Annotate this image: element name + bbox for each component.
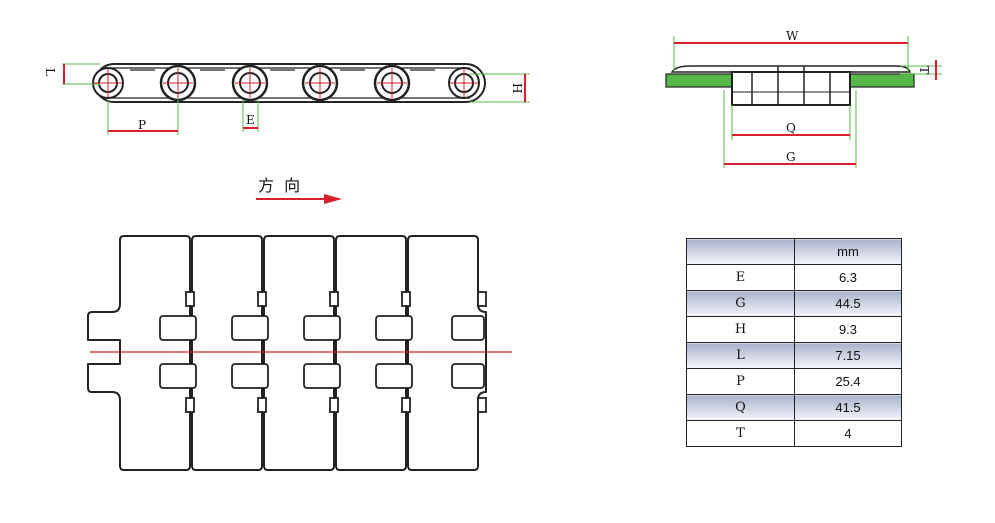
table-cell-key: Q	[686, 394, 795, 421]
dim-label-E: E	[246, 113, 255, 127]
pin	[373, 64, 411, 102]
table-cell-key: G	[686, 290, 795, 317]
table-header-blank	[686, 238, 795, 265]
dim-label-Q: Q	[786, 121, 796, 135]
top-view-plates	[87, 235, 487, 471]
table-cell-key: P	[686, 368, 795, 395]
dim-label-H: H	[510, 83, 524, 93]
top-view-tabs	[159, 291, 487, 413]
dim-label-G: G	[786, 150, 796, 164]
side-dimensions	[62, 63, 530, 135]
end-dimensions	[673, 36, 942, 168]
dim-label-W: W	[786, 29, 799, 43]
table-cell-value: 25.4	[794, 368, 902, 395]
pin	[92, 67, 124, 99]
dim-label-L: L	[43, 68, 57, 76]
table-header-unit: mm	[794, 238, 902, 265]
table-cell-key: T	[686, 420, 795, 447]
dim-label-P: P	[138, 118, 146, 132]
pin	[301, 64, 339, 102]
dim-label-T: T	[917, 66, 931, 74]
table-cell-value: 9.3	[794, 316, 902, 343]
table-cell-value: 44.5	[794, 290, 902, 317]
table-cell-key: L	[686, 342, 795, 369]
pin	[159, 64, 197, 102]
table-cell-key: H	[686, 316, 795, 343]
table-cell-value: 4	[794, 420, 902, 447]
pin	[231, 64, 269, 102]
table-header-row: mm	[686, 238, 902, 265]
table-cell-value: 7.15	[794, 342, 902, 369]
end-view-part	[665, 65, 915, 106]
table-cell-value: 41.5	[794, 394, 902, 421]
table-cell-key: E	[686, 264, 795, 291]
pin	[448, 67, 480, 99]
arrow-right-icon	[324, 194, 342, 204]
direction-label: 方 向	[258, 176, 300, 195]
table-cell-value: 6.3	[794, 264, 902, 291]
pins	[92, 64, 480, 102]
